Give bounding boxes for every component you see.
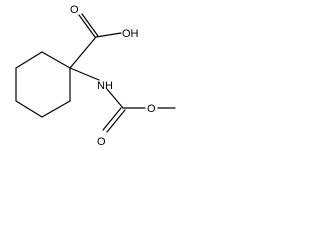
ring-bond [41, 100, 71, 118]
carbamate-group: NH O O [69, 67, 176, 148]
ring-bond [15, 51, 43, 69]
carbonyl-oxygen-label: O [97, 136, 106, 148]
hydroxyl-label: OH [122, 28, 139, 40]
c-n-bond [69, 67, 100, 81]
n-c-bond [106, 88, 124, 109]
cyclohexane-ring [15, 51, 71, 118]
carbonyl-double-bond [102, 107, 122, 131]
ring-bond [41, 51, 71, 69]
c-oh-bond [95, 32, 122, 38]
ester-oxygen-label: O [147, 103, 156, 115]
amine-label: NH [97, 80, 113, 92]
carboxyl-oxygen-label: O [70, 4, 79, 16]
ring-bond [15, 100, 43, 118]
structure-canvas: O OH NH O O [0, 0, 194, 160]
carbonyl-double-bond [106, 109, 126, 133]
carbonyl-double-bond [78, 14, 96, 38]
carboxylic-acid-group: O OH [69, 4, 139, 69]
carbonyl-double-bond [81, 13, 99, 37]
chemical-structure: O OH NH O O [15, 4, 176, 148]
c-cooh-bond [69, 36, 97, 69]
